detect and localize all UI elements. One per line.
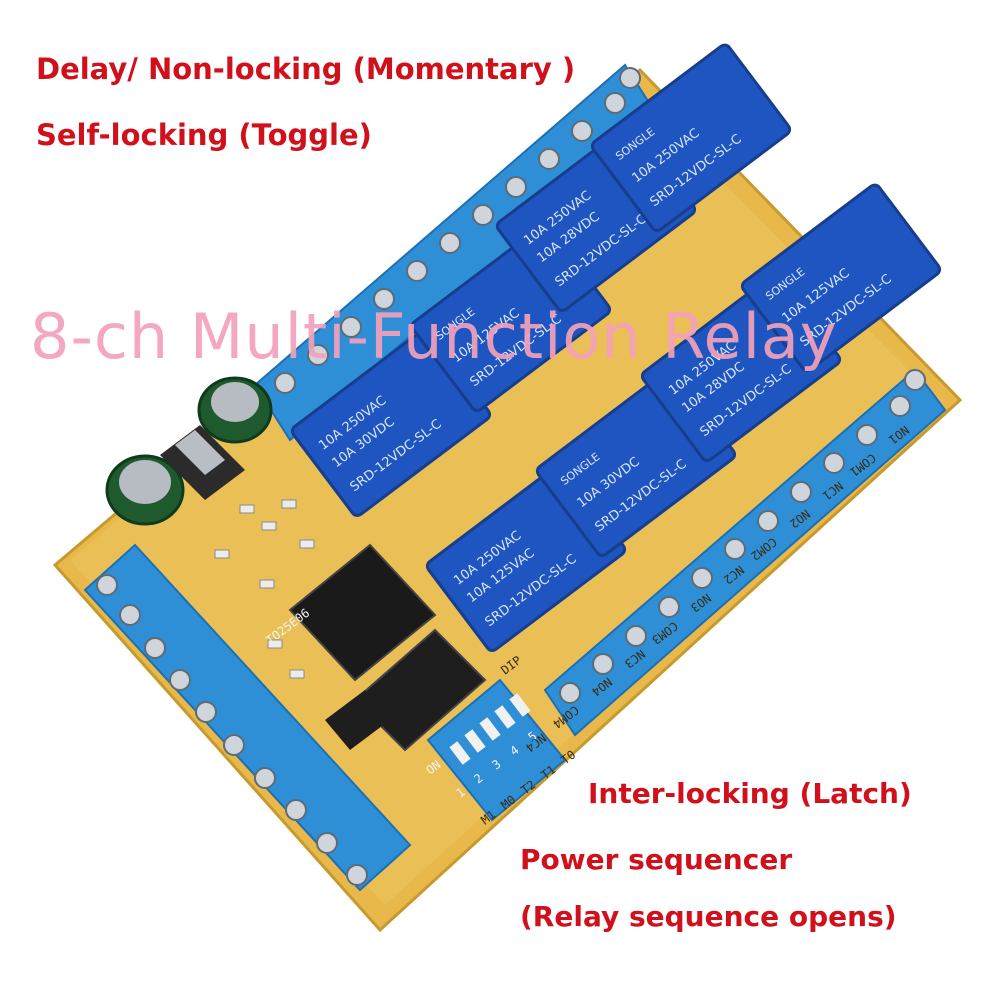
dip-function-row: M1 M0 T2 T1 T0 (478, 748, 578, 828)
svg-text:T1: T1 (538, 763, 558, 783)
mode-caption-delay: Delay/ Non-locking (Momentary ) (36, 52, 576, 86)
relay-1: 10A 250VAC 10A 30VDC SRD-12VDC-SL-C (290, 328, 492, 517)
relay-3: 10A 250VAC 10A 28VDC SRD-12VDC-SL-C (495, 123, 697, 312)
mode-caption-power-sequencer: Power sequencer (520, 843, 793, 876)
svg-text:T2: T2 (518, 778, 538, 798)
mode-caption-self-locking: Self-locking (Toggle) (36, 118, 372, 152)
dip-on-label: ON (423, 758, 443, 778)
svg-text:T0: T0 (558, 748, 578, 768)
relay-array: 10A 250VAC 10A 30VDC SRD-12VDC-SL-C SONG… (290, 43, 942, 652)
smd-components (214, 499, 315, 679)
capacitor-right (197, 376, 273, 444)
mode-caption-sequence-opens: (Relay sequence opens) (520, 900, 897, 933)
svg-text:M0: M0 (498, 793, 518, 813)
svg-text:M1: M1 (478, 808, 498, 828)
product-title: 8-ch Multi-Function Relay (30, 300, 838, 373)
small-chip (325, 690, 390, 750)
relay-8: SONGLE 10A 125VAC SRD-12VDC-SL-C (740, 183, 942, 372)
terminal-block-power (83, 543, 412, 892)
capacitor-left (105, 454, 185, 526)
mode-caption-inter-locking: Inter-locking (Latch) (588, 777, 912, 810)
dip-switch: DIP ON (423, 653, 567, 822)
terminal-block-right (543, 368, 947, 737)
voltage-regulator (160, 425, 245, 500)
relay-4: SONGLE 10A 250VAC SRD-12VDC-SL-C (590, 43, 792, 232)
microcontroller-chip (288, 543, 437, 682)
